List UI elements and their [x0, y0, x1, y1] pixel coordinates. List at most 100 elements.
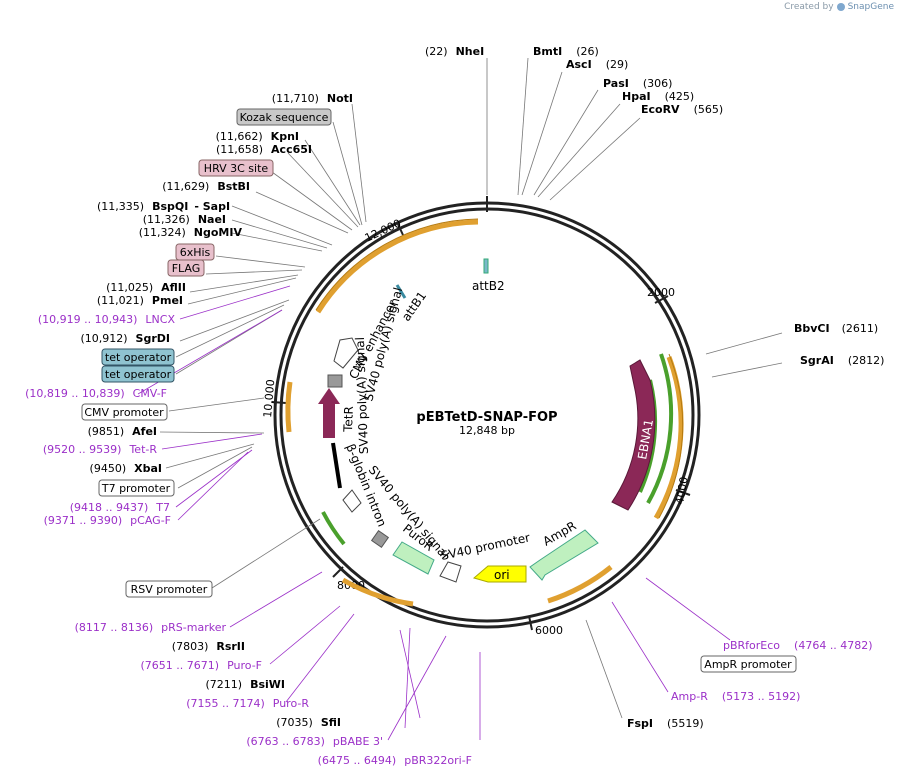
cmv-enhancer-arrow	[333, 337, 359, 369]
site-name-sfii: SfiI	[321, 716, 341, 729]
sv40-promoter-label: SV40 promoter	[440, 530, 532, 563]
hrv3c-box	[198, 159, 274, 177]
tick-marks	[271, 196, 691, 631]
site-name-sapi: - SapI	[194, 200, 230, 213]
tick-2000: 2000	[647, 286, 675, 299]
bottom-labels: RSV promoter (8117 .. 8136)pRS-marker (7…	[75, 580, 873, 767]
sv40-promoter-arrow	[439, 561, 462, 583]
svg-text:(11,658)Acc65I: (11,658)Acc65I	[216, 143, 312, 156]
primer-name-t7: T7	[155, 501, 170, 514]
his-label: 6xHis	[180, 246, 211, 259]
primer-leader-lines	[137, 285, 731, 741]
tet-operator-box-1	[101, 348, 175, 366]
site-name-acc65i: Acc65I	[271, 143, 312, 156]
svg-text:(9418 .. 9437)T7: (9418 .. 9437)T7	[70, 501, 170, 514]
tetr-arrow	[318, 388, 340, 438]
svg-text:(11,629)BstBI: (11,629)BstBI	[162, 180, 250, 193]
site-name-bspqi: BspQI	[152, 200, 188, 213]
ori-arrow	[472, 565, 527, 583]
svg-text:EcoRV(565): EcoRV(565)	[641, 103, 723, 116]
site-name-bsiwi: BsiWI	[250, 678, 285, 691]
beta-globin-intron-bar	[331, 442, 342, 489]
svg-text:(10,912)SgrDI: (10,912)SgrDI	[80, 332, 170, 345]
rsv-promoter-label: RSV promoter	[131, 583, 208, 596]
svg-text:(7155 .. 7174)Puro-R: (7155 .. 7174)Puro-R	[186, 697, 309, 710]
site-name-xbai: XbaI	[134, 462, 162, 475]
svg-text:SgrAI(2812): SgrAI(2812)	[800, 354, 884, 367]
snapgene-credit: Created by SnapGene	[784, 2, 894, 12]
svg-text:(7035)SfiI: (7035)SfiI	[276, 716, 341, 729]
site-name-nhei: NheI	[456, 45, 485, 58]
svg-text:(11,662)KpnI: (11,662)KpnI	[216, 130, 299, 143]
svg-text:(11,025)AflII: (11,025)AflII	[106, 281, 186, 294]
left-labels: (11,710)NotI Kozak sequence (11,662)KpnI…	[25, 92, 353, 527]
flag-label: FLAG	[172, 262, 201, 275]
attb2-label: attB2	[472, 279, 505, 293]
site-name-aflii: AflII	[161, 281, 186, 294]
flag-box	[167, 259, 205, 277]
site-name-kpni: KpnI	[271, 130, 299, 143]
primer-name-puro-r: Puro-R	[273, 697, 310, 710]
sv40-polya-label-2: SV40 poly(A) signal	[353, 337, 371, 455]
primer-name-puro-f: Puro-F	[227, 659, 262, 672]
sv40-polya-box-2	[327, 374, 343, 388]
svg-text:(7803)RsrII: (7803)RsrII	[172, 640, 245, 653]
credit-prefix: Created by	[784, 2, 834, 12]
t7-promoter-label: T7 promoter	[101, 482, 171, 495]
site-name-naei: NaeI	[198, 213, 226, 226]
primer-name-pbrforeco: pBRforEco	[723, 639, 780, 652]
tet-operator-box-2	[101, 365, 175, 383]
tick-4000: 4000	[673, 476, 691, 506]
primer-name-pbabe3: pBABE 3'	[333, 735, 383, 748]
primer-name-pcag-f: pCAG-F	[130, 514, 171, 527]
svg-text:(9371 .. 9390)pCAG-F: (9371 .. 9390)pCAG-F	[44, 514, 171, 527]
hrv3c-label: HRV 3C site	[204, 162, 269, 175]
puror-arrow	[392, 541, 435, 575]
rsv-promoter-arrow	[342, 489, 362, 513]
orange-arc-outlines	[315, 218, 684, 519]
svg-text:(11,021)PmeI: (11,021)PmeI	[97, 294, 183, 307]
t7-promoter-box	[98, 479, 175, 497]
ampr-promoter-label: AmpR promoter	[704, 658, 792, 671]
svg-text:(6475 .. 6494)pBR322ori-F: (6475 .. 6494)pBR322ori-F	[318, 754, 472, 767]
svg-text:(7211)BsiWI: (7211)BsiWI	[205, 678, 285, 691]
site-name-bstbi: BstBI	[217, 180, 250, 193]
site-name-pasi: PasI	[603, 77, 629, 90]
site-name-bbvci: BbvCI	[794, 322, 830, 335]
ebna1-label: EBNA1	[635, 418, 656, 460]
plasmid-name: pEBTetD-SNAP-FOP	[416, 410, 557, 425]
attb2-marker	[483, 258, 489, 274]
plasmid-length: 12,848 bp	[459, 424, 515, 437]
svg-text:(11,324)NgoMIV: (11,324)NgoMIV	[139, 226, 243, 239]
svg-text:PasI(306): PasI(306)	[603, 77, 672, 90]
svg-text:HpaI(425): HpaI(425)	[622, 90, 694, 103]
leader-lines	[159, 57, 783, 719]
cmv-promoter-label: CMV promoter	[84, 406, 164, 419]
svg-text:Amp-R(5173 .. 5192): Amp-R(5173 .. 5192)	[671, 690, 800, 703]
svg-text:(11,326)NaeI: (11,326)NaeI	[143, 213, 226, 226]
snapgene-logo-icon	[836, 3, 845, 11]
svg-text:(9851)AfeI: (9851)AfeI	[88, 425, 157, 438]
tet-operator-label-1: tet operator	[105, 351, 172, 364]
tet-operator-label-2: tet operator	[105, 368, 172, 381]
site-pos: (22)	[425, 45, 448, 58]
svg-text:(6763 .. 6783)pBABE 3': (6763 .. 6783)pBABE 3'	[246, 735, 383, 748]
svg-text:(11,710)NotI: (11,710)NotI	[272, 92, 353, 105]
site-name-ngomiv: NgoMIV	[194, 226, 243, 239]
kozak-label: Kozak sequence	[240, 111, 329, 124]
primer-name-prs-marker: pRS-marker	[161, 621, 226, 634]
svg-text:(9520 .. 9539)Tet-R: (9520 .. 9539)Tet-R	[43, 443, 157, 456]
svg-text:BmtI(26): BmtI(26)	[533, 45, 599, 58]
site-name-sgrdi: SgrDI	[136, 332, 170, 345]
svg-text:(11,335)BspQI- SapI: (11,335)BspQI- SapI	[97, 200, 230, 213]
ampr-arrow	[529, 529, 599, 581]
svg-text:(10,919 .. 10,943)LNCX: (10,919 .. 10,943)LNCX	[38, 313, 176, 326]
site-name-pmei: PmeI	[152, 294, 183, 307]
site-name-bmti: BmtI	[533, 45, 562, 58]
primer-name-tet-r: Tet-R	[128, 443, 157, 456]
tetr-label: TetR	[341, 406, 356, 433]
ori-label: ori	[494, 568, 510, 582]
cmv-promoter-box	[81, 403, 168, 421]
tick-6000: 6000	[535, 624, 563, 637]
